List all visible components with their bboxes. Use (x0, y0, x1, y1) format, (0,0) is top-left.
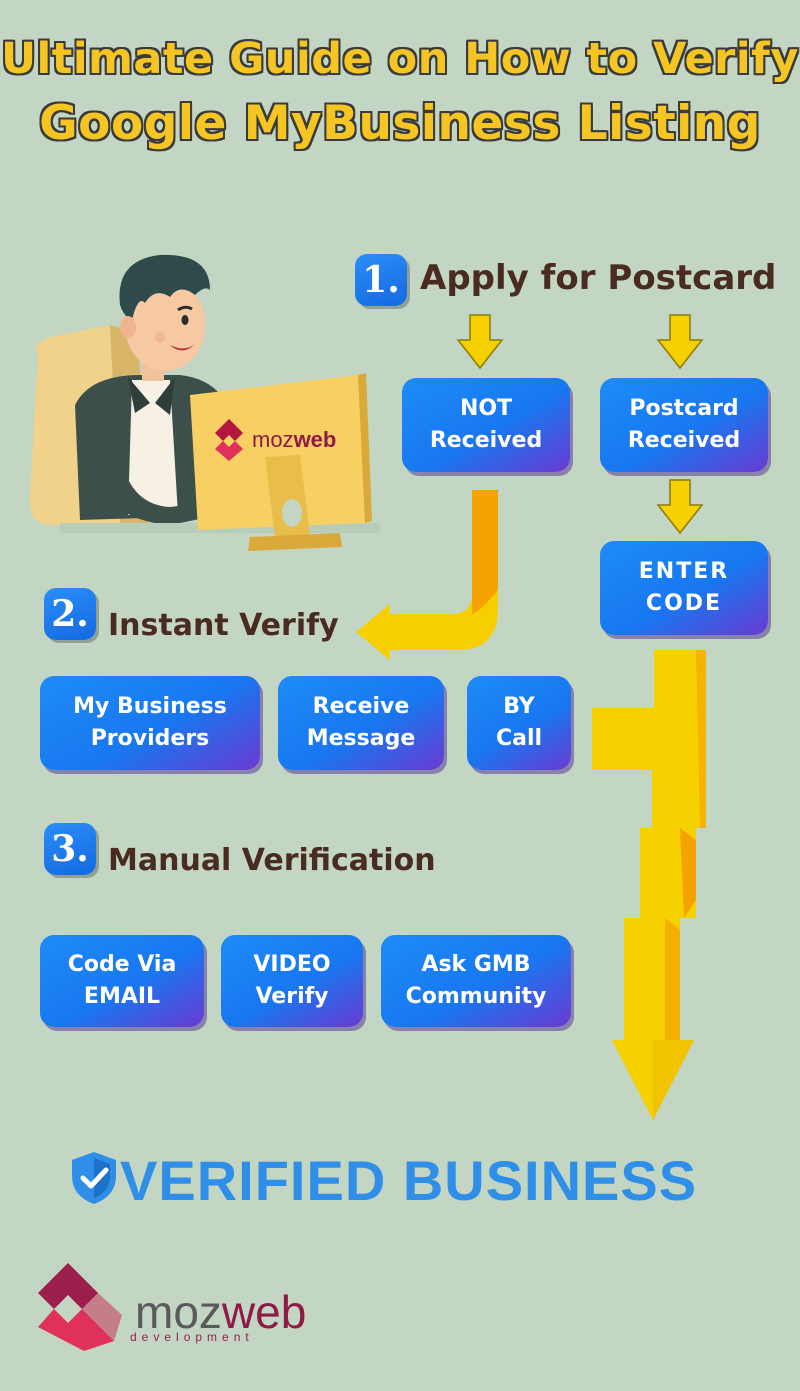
title-line-1: Ultimate Guide on How to Verify (1, 34, 799, 84)
title-line-2: Google MyBusiness Listing (39, 96, 761, 151)
brand-name: mozweb (135, 1285, 306, 1339)
step-2-badge: 2. (44, 588, 96, 640)
step-3-badge: 3. (44, 823, 96, 875)
brand-tagline: development (130, 1330, 254, 1344)
monitor-logo-text: mozweb (252, 427, 336, 452)
mozweb-logo-icon (38, 1263, 122, 1351)
brand-name-part1: moz (135, 1286, 222, 1338)
shield-check-icon (72, 1152, 116, 1204)
step-3-label: Manual Verification (108, 843, 436, 878)
step-1-label: Apply for Postcard (420, 258, 777, 298)
person-at-computer-illustration: mozweb (29, 254, 380, 551)
step-1-badge: 1. (355, 254, 407, 306)
brand-name-part2: web (221, 1286, 307, 1338)
down-arrow-icon (456, 314, 504, 370)
down-arrow-icon (656, 479, 704, 535)
verified-business-text: VERIFIED BUSINESS (120, 1149, 698, 1212)
step-2-label: Instant Verify (108, 608, 339, 643)
down-arrow-icon (656, 314, 704, 370)
